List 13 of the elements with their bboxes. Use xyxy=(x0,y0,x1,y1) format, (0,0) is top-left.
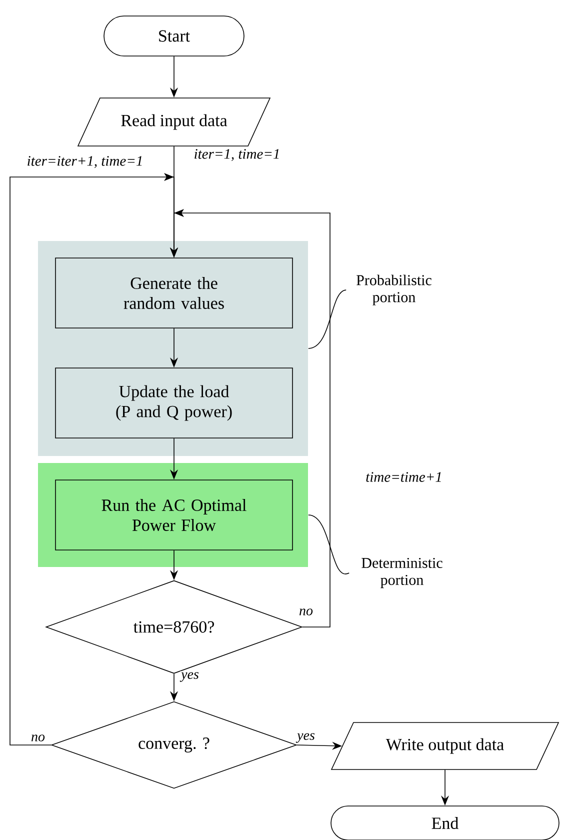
process-box: Run the AC Optimal Power Flow xyxy=(55,480,293,550)
leader-line xyxy=(308,514,350,574)
callout-text: Deterministic portion xyxy=(362,558,442,588)
leader-line xyxy=(308,290,346,349)
process-box: Update the load (P and Q power) xyxy=(55,368,293,438)
callout-text: Probabilistic portion xyxy=(356,274,432,306)
edge-label: yes xyxy=(296,732,316,744)
arrow xyxy=(10,173,178,746)
loop-label: iter=iter+1, time=1 xyxy=(28,156,142,168)
edge-label: no xyxy=(30,734,46,742)
edge-label: yes xyxy=(180,671,200,683)
process-box: Generate the random values xyxy=(55,258,293,328)
loop-label: time=time+1 xyxy=(366,472,441,482)
